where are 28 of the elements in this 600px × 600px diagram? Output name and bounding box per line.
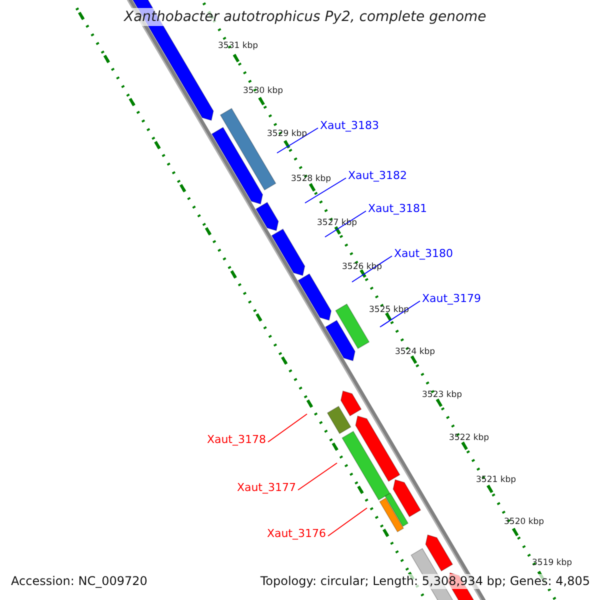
position-label: 3519 kbp [532, 558, 572, 568]
leader-line [328, 508, 368, 536]
position-label: 3530 kbp [243, 86, 284, 96]
gene-label: Xaut_3183 [320, 119, 380, 133]
position-label: 3523 kbp [422, 390, 462, 400]
leader-line [298, 462, 338, 490]
leader-line [352, 256, 392, 282]
leader-line [304, 178, 346, 204]
genome-stats-text: Topology: circular; Length: 5,308,934 bp; Genes: 4,805 [258, 574, 592, 589]
leader-line [324, 210, 366, 238]
position-label: 3528 kbp [291, 174, 332, 184]
gene-label: Xaut_3181 [368, 202, 428, 216]
position-label: 3522 kbp [449, 433, 490, 443]
leader-line [276, 128, 318, 154]
gene-label: Xaut_3178 [206, 433, 266, 447]
leader-line [268, 414, 308, 442]
gene-label: Xaut_3176 [266, 527, 326, 541]
gene-label: Xaut_3177 [236, 481, 296, 495]
gene-label: Xaut_3180 [394, 247, 454, 261]
position-label: 3531 kbp [218, 41, 258, 51]
position-label: 3524 kbp [395, 347, 436, 357]
gene-label: Xaut_3179 [422, 292, 482, 306]
position-label: 3520 kbp [504, 517, 544, 527]
position-label: 3521 kbp [476, 475, 516, 485]
leader-line [380, 300, 420, 328]
position-label: 3529 kbp [267, 129, 308, 139]
gene-label: Xaut_3182 [348, 169, 408, 183]
accession-text: Accession: NC_009720 [9, 574, 150, 589]
